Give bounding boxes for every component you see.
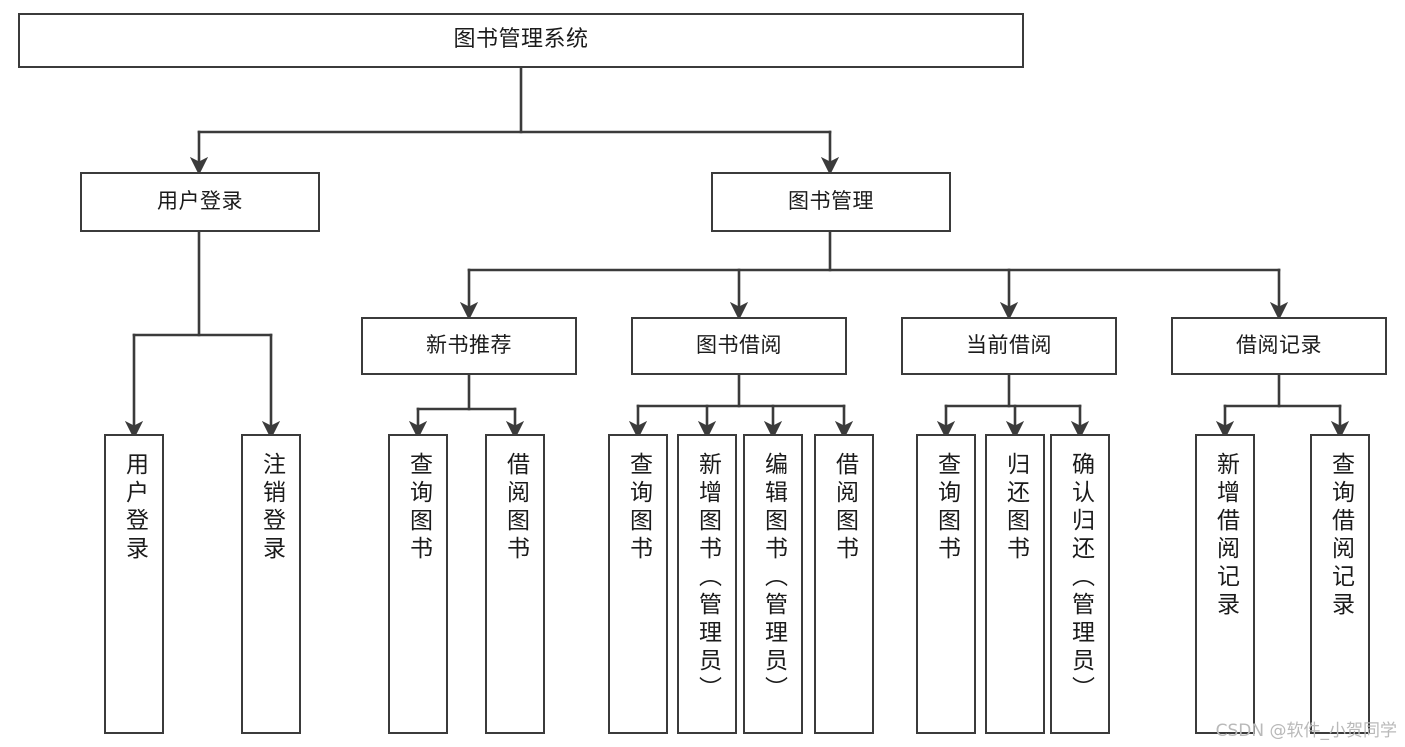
- node-book-borrow[interactable]: 图书借阅: [631, 317, 847, 375]
- node-user-login[interactable]: 用户登录: [80, 172, 320, 232]
- leaf-new-book-rec-2-label: 借阅图书: [502, 452, 529, 564]
- node-user-login-label: 用户登录: [157, 189, 243, 214]
- leaf-current-borrow-2[interactable]: 归还图书: [985, 434, 1045, 734]
- leaf-borrow-record-2-label: 查询借阅记录: [1327, 452, 1354, 620]
- leaf-borrow-record-1-label: 新增借阅记录: [1212, 452, 1239, 620]
- node-current-borrow[interactable]: 当前借阅: [901, 317, 1117, 375]
- leaf-new-book-rec-1-label: 查询图书: [405, 452, 432, 564]
- node-book-manage[interactable]: 图书管理: [711, 172, 951, 232]
- leaf-user-login-1-label: 用户登录: [121, 452, 148, 564]
- node-current-borrow-label: 当前借阅: [966, 333, 1052, 358]
- leaf-new-book-rec-2[interactable]: 借阅图书: [485, 434, 545, 734]
- leaf-book-borrow-1[interactable]: 查询图书: [608, 434, 668, 734]
- node-new-book-rec[interactable]: 新书推荐: [361, 317, 577, 375]
- leaf-borrow-record-1[interactable]: 新增借阅记录: [1195, 434, 1255, 734]
- node-borrow-record[interactable]: 借阅记录: [1171, 317, 1387, 375]
- leaf-current-borrow-2-label: 归还图书: [1002, 452, 1029, 564]
- node-root-label: 图书管理系统: [453, 27, 589, 53]
- leaf-book-borrow-3-label: 编辑图书（管理员）: [760, 452, 787, 704]
- leaf-user-login-1[interactable]: 用户登录: [104, 434, 164, 734]
- node-book-borrow-label: 图书借阅: [696, 333, 782, 358]
- leaf-book-borrow-4-label: 借阅图书: [831, 452, 858, 564]
- leaf-current-borrow-1-label: 查询图书: [933, 452, 960, 564]
- leaf-book-borrow-3[interactable]: 编辑图书（管理员）: [743, 434, 803, 734]
- leaf-book-borrow-2-label: 新增图书（管理员）: [694, 452, 721, 704]
- node-root[interactable]: 图书管理系统: [18, 13, 1024, 68]
- leaf-user-login-2-label: 注销登录: [258, 452, 285, 564]
- leaf-new-book-rec-1[interactable]: 查询图书: [388, 434, 448, 734]
- leaf-book-borrow-1-label: 查询图书: [625, 452, 652, 564]
- leaf-book-borrow-4[interactable]: 借阅图书: [814, 434, 874, 734]
- node-borrow-record-label: 借阅记录: [1236, 333, 1322, 358]
- leaf-borrow-record-2[interactable]: 查询借阅记录: [1310, 434, 1370, 734]
- leaf-current-borrow-1[interactable]: 查询图书: [916, 434, 976, 734]
- leaf-book-borrow-2[interactable]: 新增图书（管理员）: [677, 434, 737, 734]
- leaf-current-borrow-3-label: 确认归还（管理员）: [1067, 452, 1094, 704]
- node-new-book-rec-label: 新书推荐: [426, 333, 512, 358]
- node-book-manage-label: 图书管理: [788, 189, 874, 214]
- leaf-current-borrow-3[interactable]: 确认归还（管理员）: [1050, 434, 1110, 734]
- leaf-user-login-2[interactable]: 注销登录: [241, 434, 301, 734]
